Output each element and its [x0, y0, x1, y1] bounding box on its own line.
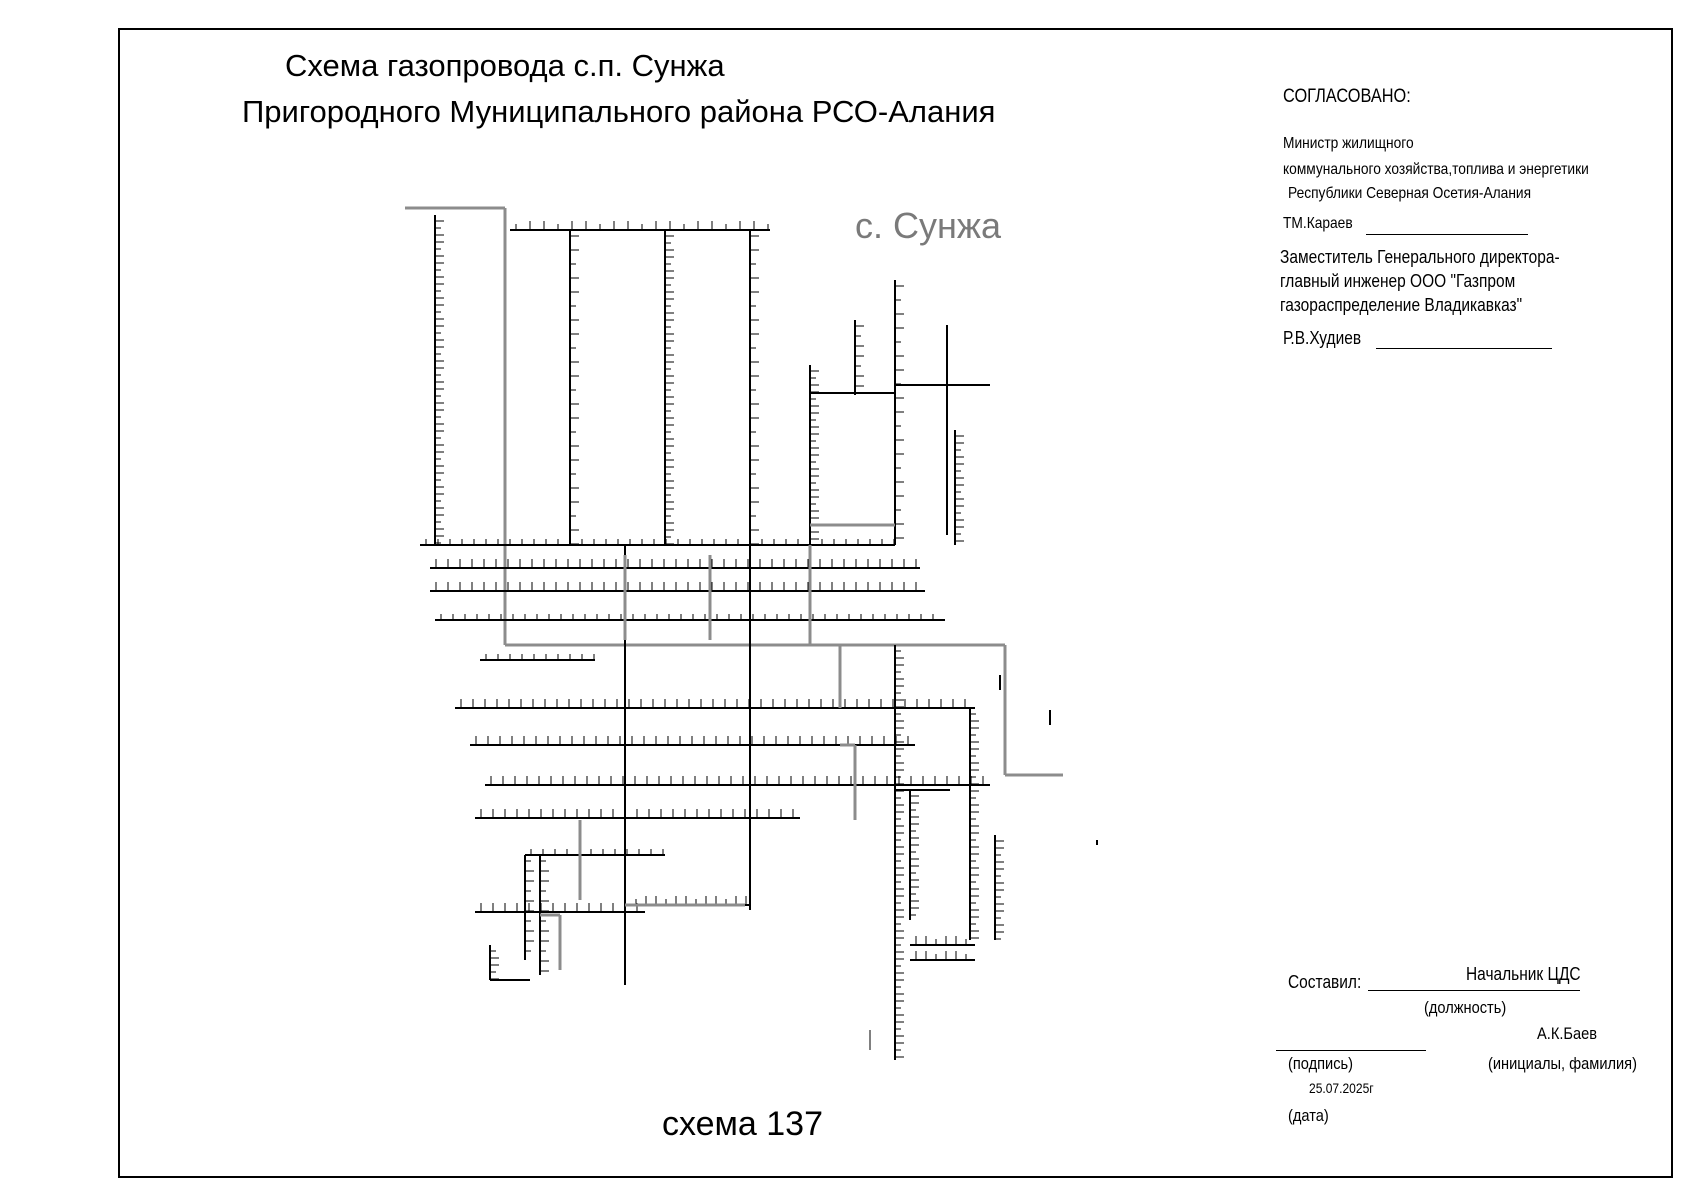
scheme-title-line2: Пригородного Муниципального района РСО-А… [242, 94, 996, 129]
minister-title-line3: Республики Северная Осетия-Алания [1288, 185, 1532, 202]
compiled-name-value: А.К.Баев [1537, 1024, 1598, 1043]
deputy-title-line3: газораспределение Владикавказ" [1280, 295, 1523, 315]
scheme-title-line1: Схема газопровода с.п. Сунжа [285, 48, 725, 83]
position-line [1368, 990, 1580, 991]
minister-title-line2: коммунального хозяйства,топлива и энерге… [1283, 161, 1589, 178]
date-caption: (дата) [1288, 1106, 1329, 1125]
deputy-title-line1: Заместитель Генерального директора- [1280, 247, 1560, 267]
position-caption: (должность) [1424, 998, 1507, 1017]
date-value: 25.07.2025г [1309, 1080, 1374, 1096]
compiled-position-value: Начальник ЦДС [1466, 964, 1581, 984]
signature-line [1276, 1050, 1426, 1051]
minister-title-line1: Министр жилищного [1283, 135, 1414, 152]
minister-signature-line [1366, 234, 1528, 235]
minister-name: ТМ.Караев [1283, 215, 1353, 232]
approval-heading: СОГЛАСОВАНО: [1283, 86, 1411, 107]
scheme-number: схема 137 [662, 1105, 823, 1143]
deputy-name: Р.В.Худиев [1283, 328, 1362, 348]
name-caption: (инициалы, фамилия) [1488, 1054, 1637, 1073]
deputy-title-line2: главный инженер ООО "Газпром [1280, 271, 1516, 291]
compiled-label: Составил: [1288, 972, 1362, 992]
deputy-signature-line [1376, 348, 1552, 349]
signature-caption: (подпись) [1288, 1054, 1354, 1073]
village-label: с. Сунжа [855, 205, 1001, 246]
drawing-frame [118, 28, 1673, 1178]
